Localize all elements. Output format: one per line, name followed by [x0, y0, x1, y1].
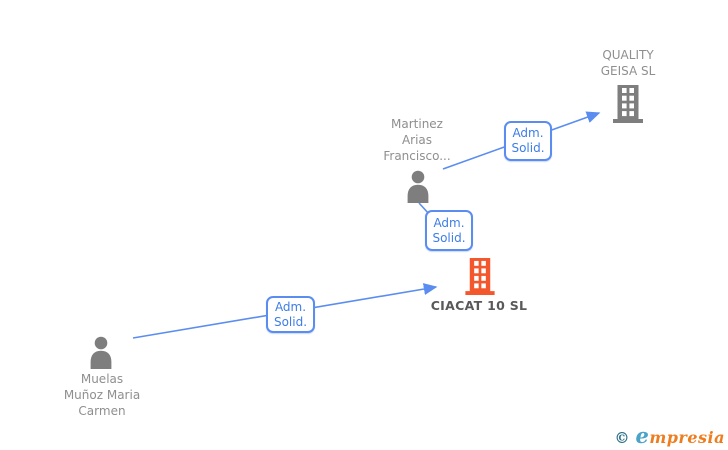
wordmark-first-letter: e — [635, 423, 650, 448]
building-icon — [465, 258, 495, 295]
node-label-line: Francisco... — [383, 149, 451, 163]
node-martinez-arias-francisco[interactable] — [403, 170, 433, 203]
edge-label-martinez-to-quality[interactable]: Adm.Solid. — [504, 121, 552, 161]
edge-label-martinez-to-ciacat[interactable]: Adm.Solid. — [425, 210, 473, 251]
node-label-ciacat-10-sl[interactable]: CIACAT 10 SL — [431, 298, 528, 314]
edge-label-line: Adm. — [512, 126, 544, 140]
edge-label-line: Adm. — [274, 299, 307, 314]
empresia-logo[interactable]: © empresia — [614, 423, 725, 448]
node-label-line: Arias — [401, 133, 433, 147]
node-label-line: QUALITY — [602, 48, 654, 62]
node-label-line: Carmen — [78, 404, 126, 418]
edge-label-line: Adm. — [433, 215, 465, 230]
node-quality-geisa-sl[interactable] — [611, 85, 645, 123]
node-label-line: Martinez — [391, 117, 443, 131]
edge-label-line: Solid. — [273, 314, 308, 329]
person-icon — [403, 170, 433, 203]
node-label-quality-geisa-sl[interactable]: QUALITY GEISA SL — [601, 47, 656, 79]
node-label-line: GEISA SL — [600, 64, 656, 78]
edge-label-line: Solid. — [511, 141, 545, 155]
node-muelas-munoz-maria-carmen[interactable] — [86, 336, 116, 369]
wordmark-rest: mpresia — [649, 428, 725, 447]
node-ciacat-10-sl[interactable] — [465, 258, 495, 295]
node-label-line: Muelas — [80, 372, 124, 386]
edge-label-muelas-to-ciacat[interactable]: Adm.Solid. — [266, 296, 315, 333]
edge-label-line: Solid. — [432, 230, 466, 245]
node-label-line: CIACAT 10 SL — [430, 298, 528, 313]
empresia-wordmark: empresia — [635, 423, 725, 448]
copyright-icon: © — [614, 429, 630, 447]
person-icon — [86, 336, 116, 369]
node-label-line: Muñoz Maria — [63, 388, 141, 402]
building-icon — [611, 85, 645, 123]
